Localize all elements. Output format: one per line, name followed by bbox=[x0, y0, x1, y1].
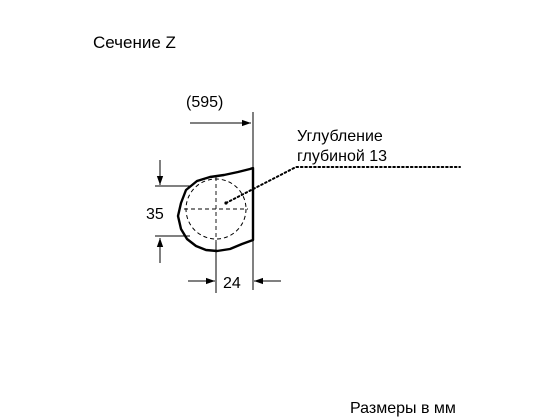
dimension-depth-label: 24 bbox=[223, 275, 241, 292]
callout-label-line2: глубиной 13 bbox=[297, 148, 387, 165]
dimension-height-label: 35 bbox=[146, 206, 164, 223]
broken-section-outline bbox=[176, 166, 255, 253]
callout-leader-line bbox=[225, 166, 461, 204]
section-title: Сечение Z bbox=[93, 33, 176, 52]
callout-label-line1: Углубление bbox=[297, 128, 383, 145]
dimension-width-ref-label: (595) bbox=[186, 94, 223, 111]
units-note: Размеры в мм bbox=[350, 400, 456, 417]
